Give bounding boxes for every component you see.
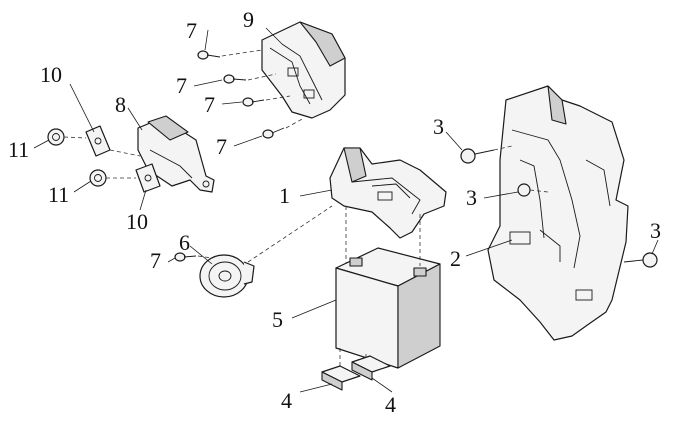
- part-7-screw-3: [242, 97, 265, 107]
- callout-7-a: 7: [186, 18, 197, 43]
- part-10-terminal-plate-bottom: [135, 163, 161, 193]
- callout-3-c: 3: [650, 218, 661, 243]
- part-8-connector: [137, 115, 215, 193]
- callout-11-a: 11: [8, 137, 29, 162]
- part-2-housing: [487, 85, 629, 341]
- callout-3-b: 3: [466, 185, 477, 210]
- part-11-nut-bottom: [89, 169, 107, 187]
- callout-7-b: 7: [176, 73, 187, 98]
- callout-6: 6: [179, 230, 190, 255]
- callout-8: 8: [115, 92, 126, 117]
- callout-4-b: 4: [385, 392, 396, 417]
- part-6-round-bracket: [199, 254, 255, 298]
- callout-labels: 9 7 7 7 7 8 10 10 11 11 1 6 7 5 4 4 3 3 …: [8, 7, 661, 417]
- callout-2: 2: [450, 246, 461, 271]
- callout-3-a: 3: [433, 114, 444, 139]
- callout-7-e: 7: [150, 248, 161, 273]
- callout-9: 9: [243, 7, 254, 32]
- part-4-pad-left: [321, 365, 361, 391]
- part-4-pad-right: [351, 355, 391, 381]
- callout-10-b: 10: [126, 209, 148, 234]
- part-5-battery: [335, 247, 441, 369]
- callout-7-c: 7: [204, 92, 215, 117]
- callout-1: 1: [279, 183, 290, 208]
- part-3-bolt-1: [460, 148, 495, 164]
- callout-5: 5: [272, 307, 283, 332]
- part-9-cover: [261, 21, 346, 119]
- leader-lines: [33, 27, 659, 393]
- part-11-nut-top: [47, 128, 65, 146]
- part-7-screw-5: [174, 252, 197, 262]
- part-3-bolt-3: [623, 252, 658, 268]
- part-1-battery-tray: [329, 147, 447, 239]
- part-7-screw-4: [262, 127, 285, 139]
- callout-10-a: 10: [40, 62, 62, 87]
- callout-4-a: 4: [281, 388, 292, 413]
- callout-11-b: 11: [48, 182, 69, 207]
- assembly-dashed-lines: [63, 49, 549, 368]
- part-10-terminal-plate-top: [85, 125, 111, 157]
- part-7-screw-2: [223, 74, 247, 84]
- part-7-screw-1: [197, 50, 221, 60]
- part-3-bolt-2: [517, 183, 531, 197]
- callout-7-d: 7: [216, 134, 227, 159]
